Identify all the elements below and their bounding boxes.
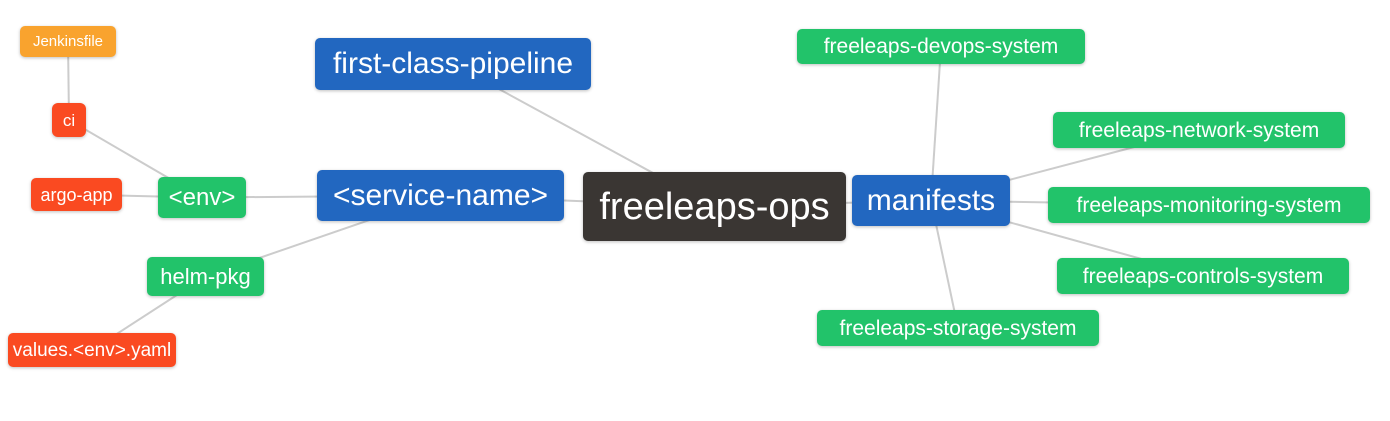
node-manifests[interactable]: manifests xyxy=(852,175,1010,226)
node-freeleaps-ops[interactable]: freeleaps-ops xyxy=(583,172,846,241)
node-jenkinsfile[interactable]: Jenkinsfile xyxy=(20,26,116,57)
node-first-class-pipeline[interactable]: first-class-pipeline xyxy=(315,38,591,90)
node-freeleaps-controls-system[interactable]: freeleaps-controls-system xyxy=(1057,258,1349,294)
node-freeleaps-network-system[interactable]: freeleaps-network-system xyxy=(1053,112,1345,148)
node-service-name[interactable]: <service-name> xyxy=(317,170,564,221)
node-env[interactable]: <env> xyxy=(158,177,246,218)
node-freeleaps-storage-system[interactable]: freeleaps-storage-system xyxy=(817,310,1099,346)
edge-line xyxy=(930,46,942,201)
node-freeleaps-devops-system[interactable]: freeleaps-devops-system xyxy=(797,29,1085,64)
node-helm-pkg[interactable]: helm-pkg xyxy=(147,257,264,296)
node-argo-app[interactable]: argo-app xyxy=(31,178,122,211)
node-ci[interactable]: ci xyxy=(52,103,86,137)
node-values-env-yaml[interactable]: values.<env>.yaml xyxy=(8,333,176,367)
node-freeleaps-monitoring-system[interactable]: freeleaps-monitoring-system xyxy=(1048,187,1370,223)
